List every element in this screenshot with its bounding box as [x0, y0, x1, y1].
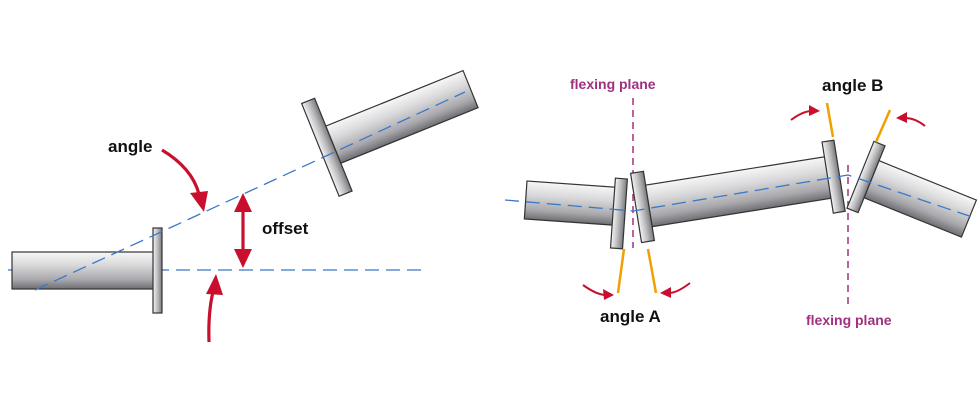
- angle-b-label: angle B: [822, 76, 883, 95]
- shaft-body: [325, 69, 479, 164]
- left-stub-shaft: [523, 177, 629, 250]
- offset-label: offset: [262, 219, 309, 238]
- angle-a-marker-right: [646, 248, 658, 294]
- shaft-flange: [609, 177, 629, 250]
- angle-b-arrow-right: [896, 112, 926, 127]
- upper-shaft-centerline: [34, 91, 466, 291]
- shaft-flange: [152, 227, 163, 314]
- offset-angle-figure: angle offset: [8, 69, 479, 343]
- flexing-planes-figure: flexing plane flexing plane angle A angl…: [504, 76, 978, 328]
- angle-b-marker-left: [825, 102, 835, 138]
- offset-arrow: [234, 193, 252, 268]
- middle-spacer-shaft: [629, 139, 846, 244]
- angle-arrow-bottom: [206, 274, 223, 343]
- drive-train-centerline: [504, 174, 976, 219]
- angle-label: angle: [108, 137, 152, 156]
- lower-left-shaft: [11, 227, 163, 314]
- flexing-plane-label-top: flexing plane: [570, 76, 656, 92]
- shaft-body: [11, 251, 156, 290]
- angle-b-arrow-left: [790, 105, 820, 121]
- flexing-plane-label-bottom: flexing plane: [806, 312, 892, 328]
- angle-b-marker-right: [874, 109, 892, 143]
- angle-a-arrow-right: [660, 282, 691, 298]
- right-stub-shaft: [846, 140, 978, 238]
- upper-right-shaft: [300, 69, 479, 198]
- angle-a-label: angle A: [600, 307, 661, 326]
- angle-arrow-top: [161, 148, 208, 212]
- angle-a-arrow-left: [582, 284, 614, 300]
- shaft-flange: [821, 139, 846, 214]
- shaft-body: [644, 156, 833, 228]
- angle-a-marker-left: [616, 248, 626, 294]
